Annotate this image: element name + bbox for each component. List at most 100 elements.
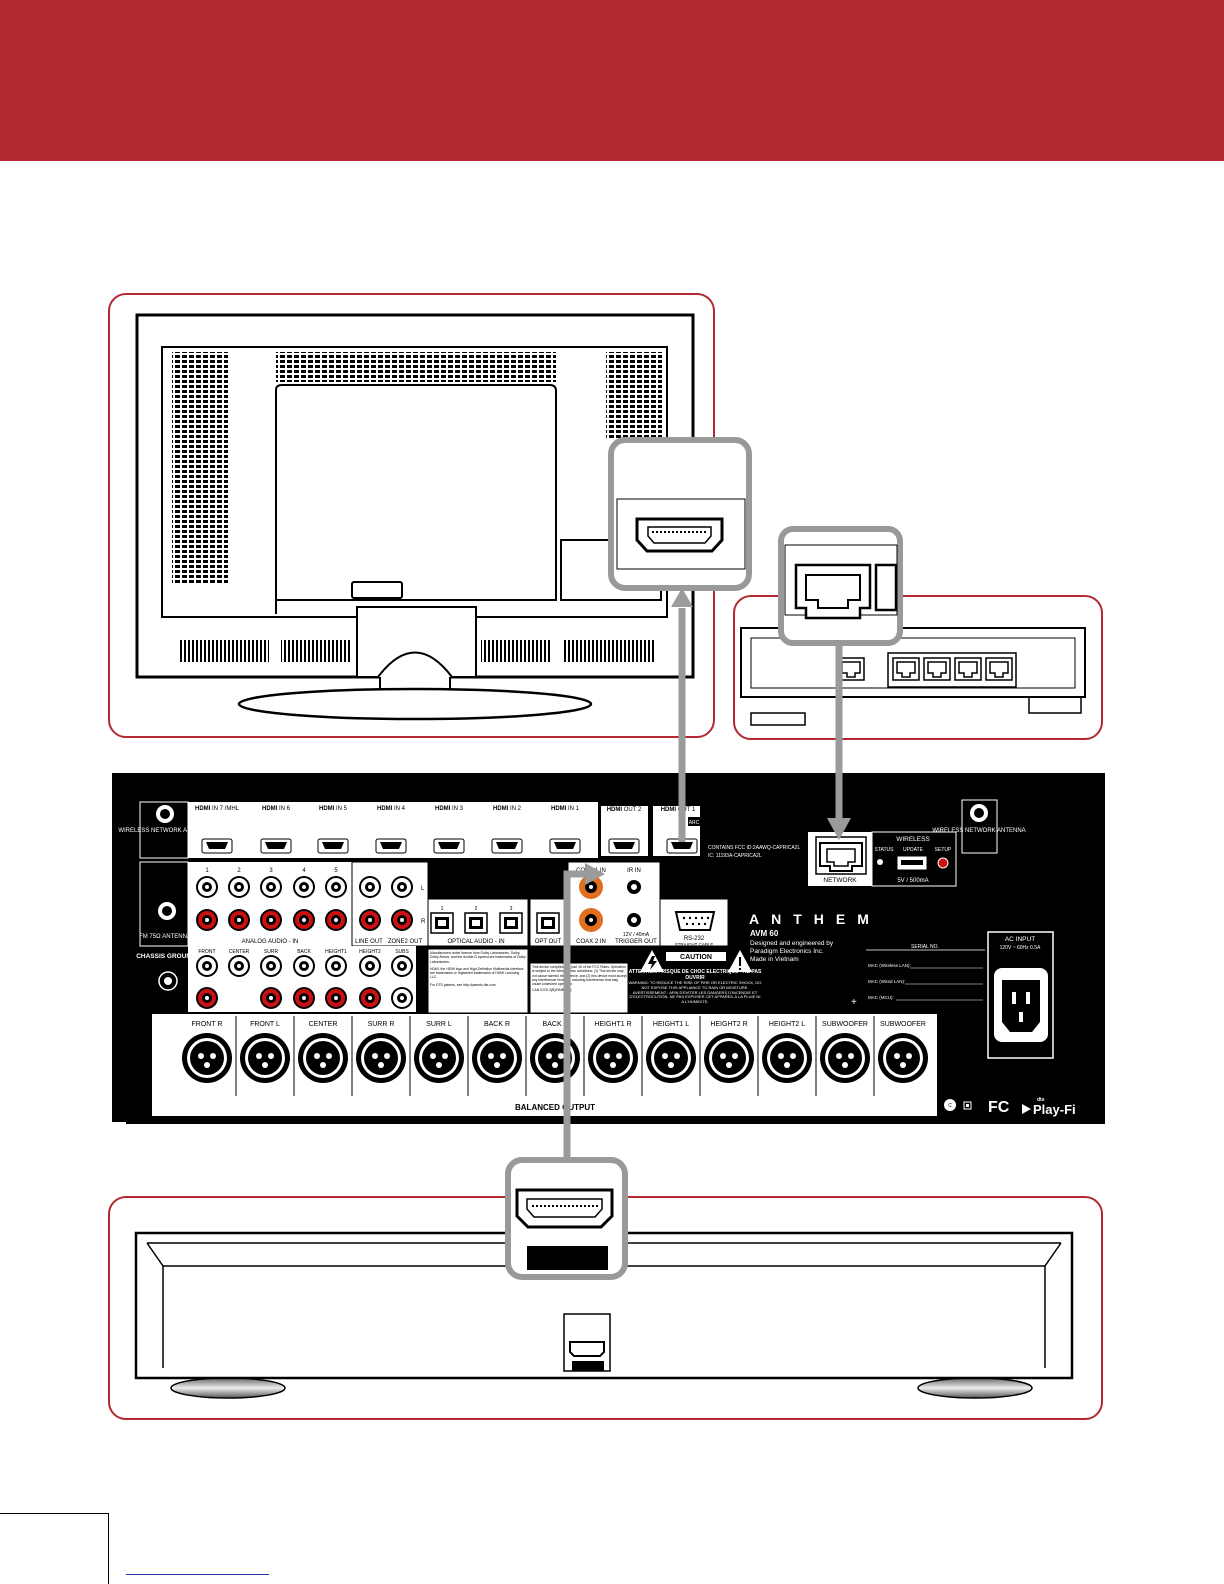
svg-text:SUBS: SUBS <box>395 949 409 955</box>
hdmi-notice: HDMI, the HDMI logo and High-Definition … <box>430 967 527 980</box>
svg-text:ANALOG AUDIO - IN: ANALOG AUDIO - IN <box>242 939 299 945</box>
xlr-connector[interactable] <box>762 1033 812 1083</box>
mac-wireless: MAC (Wireless LAN): <box>868 963 911 968</box>
svg-text:HDMI IN 7 /MHL: HDMI IN 7 /MHL <box>195 806 240 812</box>
xlr-connector[interactable] <box>472 1033 522 1083</box>
svg-text:12V / 40mA: 12V / 40mA <box>623 932 650 938</box>
xlr-connector[interactable] <box>356 1033 406 1083</box>
status-label: STATUS <box>875 847 895 853</box>
ac-rating: 120V ~ 60Hz 0.5A <box>1000 945 1041 951</box>
tv-hdmi-callout <box>611 440 749 588</box>
plus-mark: + <box>851 997 857 1008</box>
svg-text:HDMI OUT 2: HDMI OUT 2 <box>607 807 642 813</box>
ac-input-label: AC INPUT <box>1005 936 1035 943</box>
status-led <box>877 859 883 865</box>
optical-out[interactable]: OPT OUT <box>535 913 562 945</box>
svg-text:HDMI IN 6: HDMI IN 6 <box>262 806 291 812</box>
balanced-output-label: BALANCED OUTPUT <box>515 1103 595 1112</box>
svg-text:2: 2 <box>475 906 478 912</box>
chassis-ground-label: CHASSIS GROUND <box>136 953 196 960</box>
svg-text:HDMI OUT 1: HDMI OUT 1 <box>661 807 696 813</box>
serial-label: SERIAL NO. <box>911 944 939 950</box>
svg-text:R: R <box>421 919 426 925</box>
svg-text:LINE OUT: LINE OUT <box>355 939 383 945</box>
ic-id: IC: 11193A-CAPRICA2L <box>708 853 762 859</box>
xlr-connector[interactable] <box>240 1033 290 1083</box>
mac-mcu: MAC (MCU): <box>868 995 894 1000</box>
xlr-label: SURR R <box>368 1021 395 1028</box>
xlr-label: CENTER <box>309 1021 338 1028</box>
svg-text:CAUTION: CAUTION <box>680 954 712 961</box>
dolby-notice: Manufactured under license from Dolby La… <box>430 951 527 964</box>
xlr-label: HEIGHT2 R <box>710 1021 747 1028</box>
xlr-connector[interactable] <box>878 1033 928 1083</box>
dts-notice: For DTS patents, see http://patents.dts.… <box>430 983 527 987</box>
svg-text:HDMI IN 3: HDMI IN 3 <box>435 806 464 812</box>
made-in: Made in Vietnam <box>750 956 799 963</box>
fm-antenna-label: FM 75Ω ANTENNA <box>139 934 191 940</box>
xlr-label: FRONT L <box>250 1021 280 1028</box>
playfi-logo: Play-Fi <box>1033 1102 1076 1117</box>
svg-text:COAX 2 IN: COAX 2 IN <box>576 939 606 945</box>
caution-label: CAUTION ATTENTION : RISQUE DE CHOC ELECT… <box>628 950 762 1015</box>
can-ices-notice: CAN ICES-3(B)/NMB-3(B) <box>532 988 627 992</box>
setup-button[interactable] <box>938 858 948 868</box>
xlr-label: SUBWOOFER <box>822 1021 868 1028</box>
xlr-connector[interactable] <box>182 1033 232 1083</box>
router-network-callout <box>781 529 900 643</box>
svg-text:HDMI IN 5: HDMI IN 5 <box>319 806 348 812</box>
svg-text:SURR: SURR <box>264 949 279 955</box>
fcc-id: CONTAINS FCC ID:2AAWQ-CAPRICA2L <box>708 845 800 851</box>
svg-text:TRIGGER OUT: TRIGGER OUT <box>615 939 657 945</box>
wireless-label: WIRELESS <box>896 836 930 843</box>
svg-text:NETWORK: NETWORK <box>823 877 857 884</box>
svg-text:ZONE2 OUT: ZONE2 OUT <box>388 939 423 945</box>
brand-logo: ANTHEM <box>749 911 881 927</box>
svg-text:C: C <box>948 1103 952 1109</box>
page-corner-tab <box>0 1513 109 1584</box>
xlr-connector[interactable] <box>414 1033 464 1083</box>
svg-text:OPTICAL AUDIO - IN: OPTICAL AUDIO - IN <box>447 939 504 945</box>
rs232-port[interactable]: RS-232 STRAIGHT CABLE <box>675 912 714 947</box>
footer-link-underline <box>126 1574 269 1575</box>
designed-by: Designed and engineered by <box>750 940 834 947</box>
left-antenna-label: WIRELESS NETWORK ANTENNA <box>118 828 211 834</box>
svg-text:3: 3 <box>510 906 513 912</box>
xlr-connector[interactable] <box>298 1033 348 1083</box>
xlr-label: SURR L <box>426 1021 452 1028</box>
model-name: AVM 60 <box>750 929 779 938</box>
svg-text:HEIGHT1: HEIGHT1 <box>325 949 347 955</box>
xlr-connector[interactable] <box>588 1033 638 1083</box>
receiver-back-panel: WIRELESS NETWORK ANTENNA HDMI IN 7 /MHL … <box>112 773 1105 1124</box>
svg-text:CENTER: CENTER <box>229 949 250 955</box>
xlr-connector[interactable] <box>646 1033 696 1083</box>
svg-text:HDMI IN 2: HDMI IN 2 <box>493 806 522 812</box>
svg-text:1: 1 <box>441 906 444 912</box>
setup-label: SETUP <box>935 847 952 853</box>
svg-text:STRAIGHT CABLE: STRAIGHT CABLE <box>675 942 714 947</box>
xlr-label: BACK R <box>484 1021 510 1028</box>
xlr-label: HEIGHT2 L <box>769 1021 805 1028</box>
svg-text:FRONT: FRONT <box>198 949 215 955</box>
usb-rating: 5V / 500mA <box>897 878 928 884</box>
mac-wired: MAC (Wired LAN): <box>868 979 905 984</box>
source-hdmi-callout <box>508 1160 625 1277</box>
svg-text:OPT OUT: OPT OUT <box>535 939 562 945</box>
svg-text:BACK: BACK <box>297 949 311 955</box>
fcc-notice: This device complies with part 15 of the… <box>532 965 627 986</box>
update-label: UPDATE <box>903 847 924 853</box>
svg-text:HDMI IN 4: HDMI IN 4 <box>377 806 406 812</box>
xlr-label: SUBWOOFER <box>880 1021 926 1028</box>
company-name: Paradigm Electronics Inc. <box>750 948 824 955</box>
xlr-connector[interactable] <box>820 1033 870 1083</box>
svg-text:IR IN: IR IN <box>627 868 641 874</box>
ac-power-socket[interactable] <box>994 968 1048 1042</box>
source-hdmi-out-port[interactable] <box>570 1342 604 1356</box>
xlr-connector[interactable] <box>530 1033 580 1083</box>
xlr-label: FRONT R <box>192 1021 223 1028</box>
arc-label: ARC <box>689 820 700 826</box>
right-antenna-label: WIRELESS NETWORK ANTENNA <box>932 828 1025 834</box>
xlr-connector[interactable] <box>704 1033 754 1083</box>
xlr-label: HEIGHT1 R <box>594 1021 631 1028</box>
